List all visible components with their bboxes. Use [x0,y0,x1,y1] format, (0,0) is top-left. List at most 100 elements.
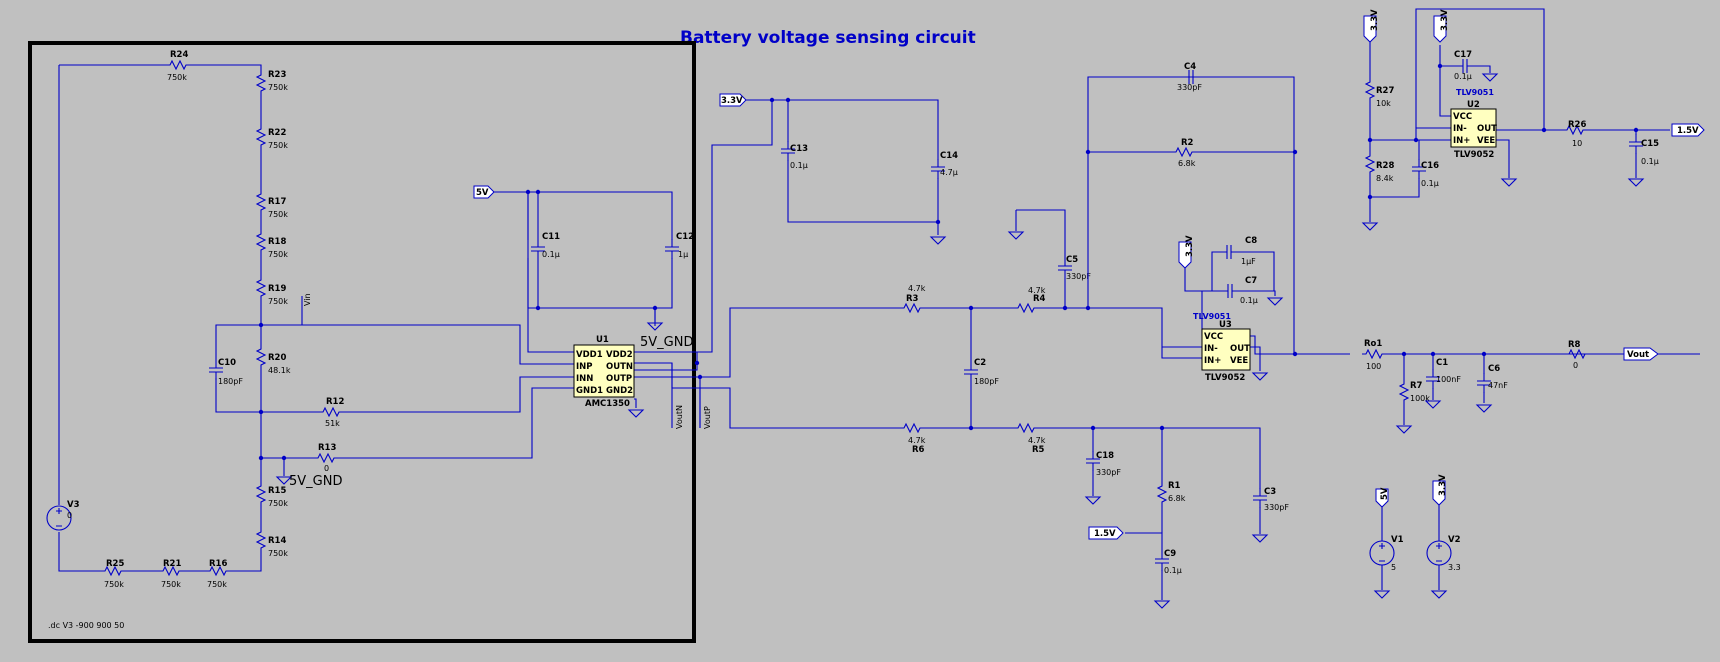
svg-text:330pF: 330pF [1264,503,1289,512]
svg-text:GND1: GND1 [576,386,603,396]
resistor-R8[interactable]: R80 [1564,340,1590,370]
resistor-R2[interactable]: R26.8k [1171,138,1197,168]
ground-u2 [1501,178,1517,187]
chip-U3[interactable]: TLV9051 U3 VCC IN- IN+ OUT VEE TLV9052 [1193,312,1251,383]
port-1v5-in[interactable]: 1.5V [1088,526,1124,540]
resistor-R22[interactable]: R22 750k [256,124,288,150]
u2-junctions [1367,63,1639,200]
svg-text:R14: R14 [268,536,286,546]
port-1v5-out[interactable]: 1.5V [1671,123,1705,137]
svg-text:R23: R23 [268,70,286,80]
ground-r7 [1396,425,1412,434]
svg-text:R6: R6 [912,445,925,455]
ground-c3 [1252,534,1268,543]
capacitor-C7[interactable]: C70.1µ [1219,276,1258,305]
capacitor-C9[interactable]: C90.1µ [1125,532,1182,600]
port-3v3-top[interactable]: 3.3V [719,93,747,107]
svg-text:0: 0 [67,511,72,520]
svg-text:4.7µ: 4.7µ [940,168,958,177]
svg-text:C17: C17 [1454,50,1472,60]
capacitor-C10[interactable]: C10 180pF [208,358,243,386]
svg-text:C8: C8 [1245,236,1257,246]
port-3v3-u2a[interactable]: 3.3V [1363,9,1380,43]
chip-U1[interactable]: U1 VDD1 INP INN GND1 VDD2 OUTN OUTP GND2… [573,335,635,409]
svg-text:R21: R21 [163,559,181,569]
svg-text:750k: 750k [268,141,288,150]
svg-text:IN+: IN+ [1453,136,1470,146]
resistor-R24[interactable]: R24 750k [165,50,191,82]
chip-U2[interactable]: TLV9051 U2 VCC IN- IN+ OUT VEE TLV9052 [1450,88,1497,160]
svg-text:C12: C12 [676,232,694,242]
svg-text:R12: R12 [326,397,344,407]
svg-text:R24: R24 [170,50,188,60]
svg-text:R22: R22 [268,128,286,138]
port-3v3-v2[interactable]: 3.3V [1432,474,1448,506]
voltage-source-V2[interactable]: V23.3 [1426,503,1461,590]
port-5v-v1[interactable]: 5V [1375,487,1390,508]
junctions-mid [525,97,1298,431]
ground-c6 [1476,404,1492,413]
svg-text:750k: 750k [167,73,187,82]
svg-text:10k: 10k [1376,99,1391,108]
svg-text:OUTP: OUTP [606,374,632,384]
svg-text:C1: C1 [1436,358,1448,368]
voltage-source-V3[interactable]: V30 [46,500,80,531]
ground-c9 [1154,600,1170,609]
port-3v3-u3[interactable]: 3.3V [1178,235,1195,269]
port-vout[interactable]: Vout [1623,347,1659,361]
svg-text:6.8k: 6.8k [1178,159,1196,168]
resistor-R1[interactable]: R16.8k [1157,428,1186,533]
port-5v[interactable]: 5V [473,185,495,199]
port-3v3-u2b[interactable]: 3.3V [1433,9,1450,43]
svg-text:1µ: 1µ [678,250,688,259]
svg-text:8.4k: 8.4k [1376,174,1394,183]
ground-u1 [628,409,644,418]
svg-text:180pF: 180pF [218,377,243,386]
svg-text:OUT: OUT [1230,344,1250,354]
ground-u3 [1252,372,1268,381]
capacitor-C12[interactable]: C12 1µ [664,232,694,260]
svg-text:100k: 100k [1410,394,1430,403]
svg-text:C10: C10 [218,358,236,368]
svg-text:GND2: GND2 [606,386,633,396]
svg-text:TLV9052: TLV9052 [1205,373,1245,383]
svg-text:330pF: 330pF [1177,83,1202,92]
voltage-source-V1[interactable]: V15 [1369,505,1404,590]
svg-text:VEE: VEE [1230,356,1248,366]
